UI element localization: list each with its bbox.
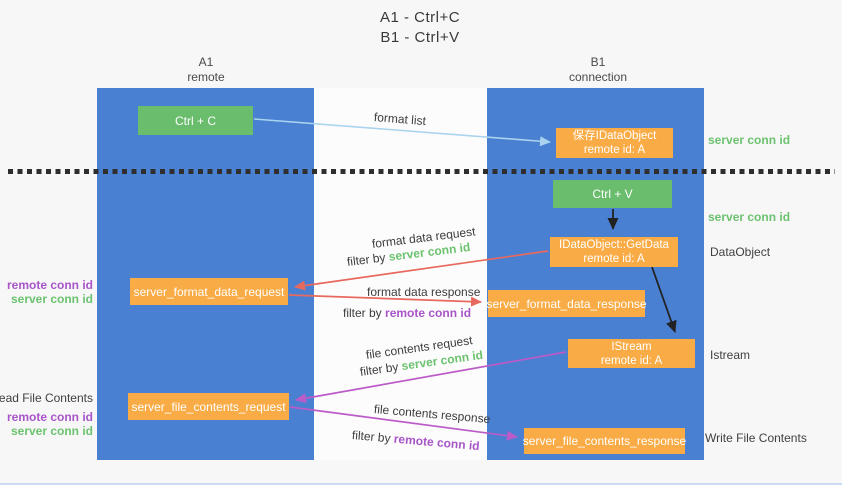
filter-by-text-2: filter by	[343, 306, 382, 320]
lane-header-b1: B1 connection	[538, 55, 658, 85]
left-label-read-file-contents: Read File Contents	[0, 391, 93, 405]
lane-a1-name: A1	[198, 55, 214, 69]
node-save-idataobject: 保存IDataObject remote id: A	[556, 128, 673, 158]
lane-a1-subtitle: remote	[187, 70, 225, 84]
flow-label-filter-remote-1: filter by remote conn id	[343, 306, 471, 320]
left-label-remote-conn-id-2: remote conn id	[6, 410, 93, 424]
right-label-write-file-contents: Write File Contents	[705, 431, 807, 445]
node-ctrl-v-label: Ctrl + V	[592, 187, 633, 201]
node-server-file-contents-response: server_file_contents_response	[522, 428, 687, 454]
lane-header-a1: A1 remote	[146, 55, 266, 85]
diagram-title: A1 - Ctrl+C B1 - Ctrl+V	[300, 8, 540, 48]
dotted-separator	[8, 169, 835, 174]
node-getdata-line2: remote id: A	[583, 253, 645, 265]
node-save-idataobject-line1: 保存IDataObject	[572, 130, 657, 142]
node-ctrl-c: Ctrl + C	[138, 106, 253, 135]
node-server-file-contents-request: server_file_contents_request	[128, 393, 289, 420]
title-line-2: B1 - Ctrl+V	[380, 29, 460, 46]
lane-b1-subtitle: connection	[568, 70, 628, 84]
node-server-format-data-request: server_format_data_request	[130, 278, 288, 305]
right-label-server-conn-id-2: server conn id	[708, 210, 791, 224]
node-server-format-data-response: server_format_data_response	[486, 290, 647, 317]
bottom-edge-line	[0, 483, 842, 485]
node-istream-line2: remote id: A	[600, 354, 663, 367]
flow-label-format-data-response: format data response	[367, 285, 481, 299]
node-file-request-label: server_file_contents_request	[131, 399, 286, 414]
right-label-server-conn-id-1: server conn id	[708, 133, 791, 147]
node-idataobject-getdata: IDataObject::GetData remote id: A	[550, 237, 678, 267]
title-line-1: A1 - Ctrl+C	[379, 9, 461, 26]
remote-conn-id-text-1: remote conn id	[385, 306, 472, 320]
right-label-dataobject: DataObject	[710, 245, 771, 259]
lane-b1-name: B1	[590, 55, 606, 69]
left-label-remote-conn-id-1: remote conn id	[6, 278, 93, 292]
node-ctrl-c-label: Ctrl + C	[174, 113, 216, 128]
left-label-server-conn-id-1: server conn id	[10, 292, 93, 306]
node-format-request-label: server_format_data_request	[133, 284, 285, 299]
node-ctrl-v: Ctrl + V	[553, 180, 672, 208]
node-istream: IStream remote id: A	[568, 339, 695, 368]
node-save-idataobject-line2: remote id: A	[583, 144, 646, 156]
left-label-server-conn-id-2: server conn id	[10, 424, 93, 438]
node-file-response-label: server_file_contents_response	[522, 434, 687, 448]
node-format-response-label: server_format_data_response	[486, 296, 647, 311]
right-label-istream: Istream	[710, 348, 751, 362]
node-istream-line1: IStream	[611, 340, 652, 353]
node-getdata-line1: IDataObject::GetData	[559, 239, 669, 251]
